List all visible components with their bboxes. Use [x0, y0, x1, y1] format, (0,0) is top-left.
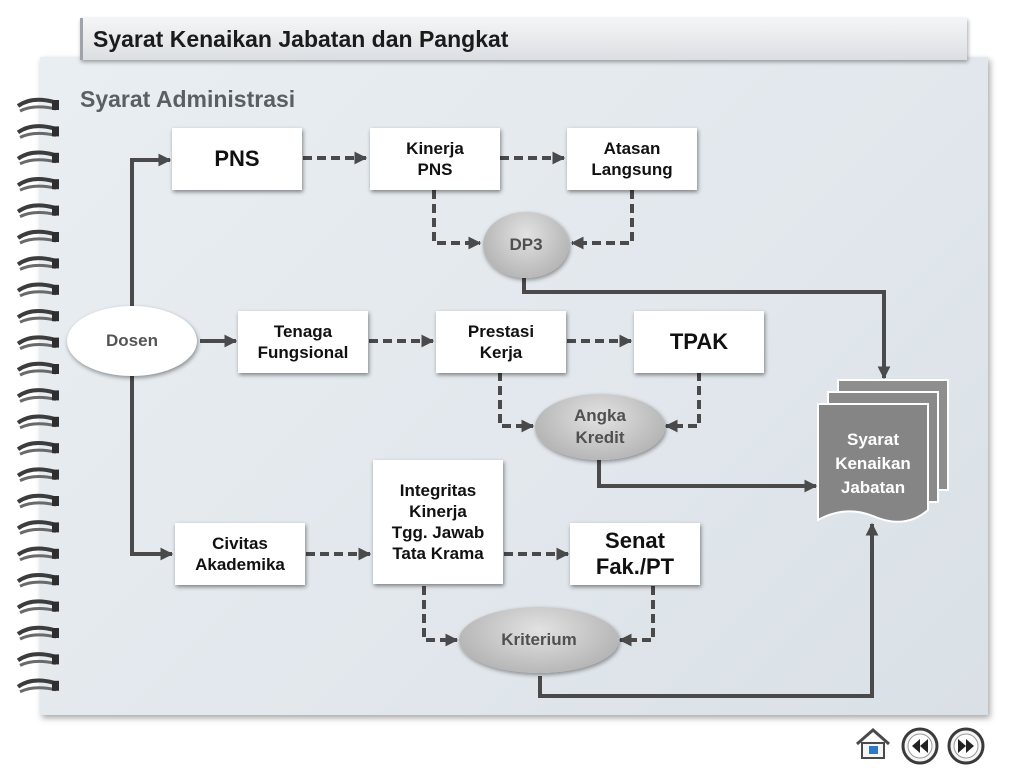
- binding-hole: [52, 390, 59, 401]
- binding-ring: [16, 678, 55, 689]
- spiral-binding: [16, 97, 59, 694]
- binding-ring: [16, 520, 55, 531]
- binding-hole: [52, 443, 59, 454]
- tpak-box: TPAK: [634, 311, 764, 373]
- atasan-langsung-box: Atasan Langsung: [567, 128, 697, 190]
- next-button[interactable]: [946, 726, 986, 766]
- rewind-icon: [901, 727, 939, 765]
- tenaga-fungsional-box: Tenaga Fungsional: [238, 311, 368, 373]
- document-stack-icon: [817, 379, 949, 523]
- binding-hole: [52, 654, 59, 665]
- binding-hole: [52, 152, 59, 163]
- binding-hole: [52, 205, 59, 216]
- title-bar: Syarat Kenaikan Jabatan dan Pangkat: [80, 18, 967, 60]
- binding-ring: [16, 440, 55, 451]
- binding-hole: [52, 680, 59, 691]
- binding-hole: [52, 284, 59, 295]
- syarat-kenaikan-jabatan-label: Syarat Kenaikan Jabatan: [835, 430, 911, 497]
- binding-hole: [52, 258, 59, 269]
- integritas-box: Integritas Kinerja Tgg. Jawab Tata Krama: [373, 460, 503, 584]
- binding-hole: [52, 232, 59, 242]
- binding-ring: [16, 599, 55, 610]
- binding-hole: [52, 601, 59, 612]
- binding-hole: [52, 416, 59, 427]
- binding-ring: [16, 335, 55, 346]
- dosen-oval: Dosen: [67, 306, 197, 376]
- binding-hole: [52, 126, 59, 137]
- home-icon: [856, 728, 890, 759]
- binding-ring: [16, 256, 55, 267]
- binding-ring: [16, 572, 55, 583]
- angka-kredit-oval: Angka Kredit: [535, 394, 665, 460]
- fast-forward-icon: [947, 727, 985, 765]
- binding-ring: [16, 493, 55, 504]
- binding-ring: [16, 361, 55, 372]
- binding-ring: [16, 546, 55, 557]
- binding-ring: [16, 282, 55, 293]
- dp3-oval: DP3: [483, 212, 569, 278]
- binding-hole: [52, 311, 59, 322]
- binding-ring: [16, 467, 55, 478]
- binding-ring: [16, 176, 55, 187]
- binding-ring: [16, 124, 55, 135]
- binding-hole: [52, 496, 59, 506]
- binding-ring: [16, 229, 55, 240]
- binding-hole: [52, 337, 59, 348]
- binding-hole: [52, 628, 59, 638]
- page-title: Syarat Kenaikan Jabatan dan Pangkat: [93, 26, 509, 52]
- kinerja-pns-box: Kinerja PNS: [370, 128, 500, 190]
- prestasi-kerja-box: Prestasi Kerja: [436, 311, 566, 373]
- kriterium-oval: Kriterium: [459, 607, 619, 673]
- binding-ring: [16, 97, 55, 108]
- binding-hole: [52, 469, 59, 480]
- section-subtitle: Syarat Administrasi: [80, 86, 296, 112]
- binding-hole: [52, 100, 59, 110]
- binding-ring: [16, 150, 55, 161]
- binding-hole: [52, 522, 59, 533]
- binding-hole: [52, 575, 59, 586]
- previous-button[interactable]: [900, 726, 940, 766]
- home-button[interactable]: [853, 724, 893, 764]
- binding-ring: [16, 203, 55, 214]
- binding-ring: [16, 414, 55, 425]
- binding-hole: [52, 548, 59, 559]
- civitas-akademika-box: Civitas Akademika: [175, 523, 305, 585]
- pns-box: PNS: [172, 128, 302, 190]
- binding-hole: [52, 179, 59, 190]
- binding-ring: [16, 625, 55, 636]
- binding-hole: [52, 364, 59, 374]
- binding-ring: [16, 308, 55, 319]
- binding-ring: [16, 652, 55, 663]
- binding-ring: [16, 388, 55, 399]
- senat-box: Senat Fak./PT: [570, 523, 700, 585]
